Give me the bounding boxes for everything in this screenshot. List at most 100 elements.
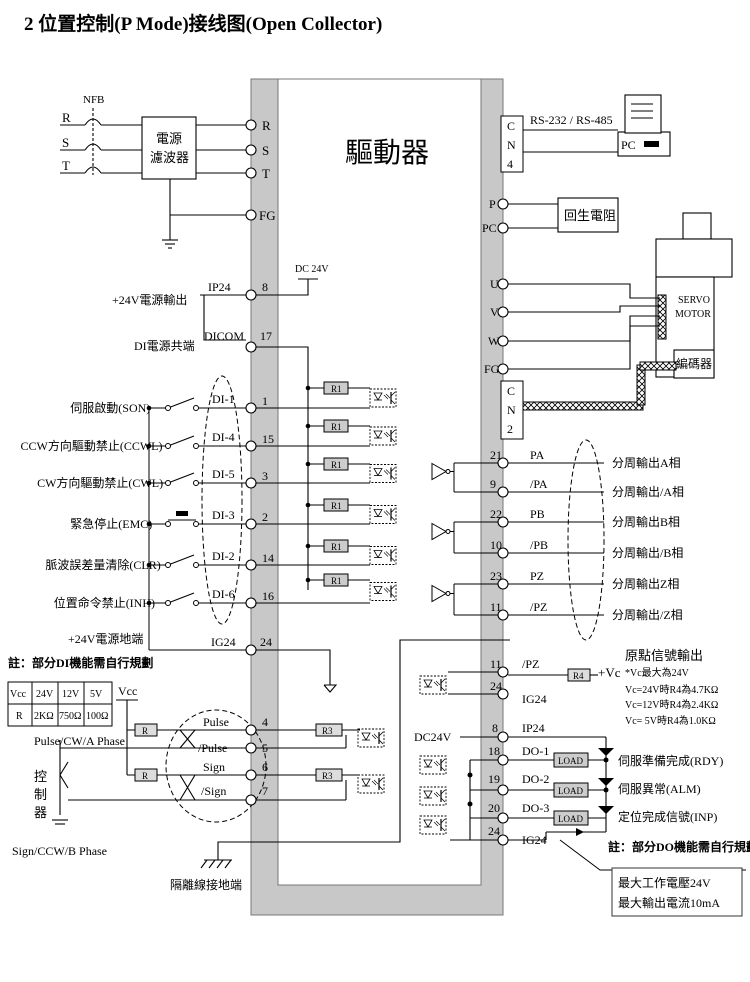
cn2-char: 2	[507, 422, 513, 436]
switch-contact	[167, 554, 195, 566]
vcc-label: Vcc	[118, 684, 137, 698]
origin-pin: 24	[490, 679, 502, 693]
encoder-pin: 10	[490, 538, 502, 552]
do-pin-name: IP24	[522, 721, 545, 735]
cn4-char: 4	[507, 157, 513, 171]
resistor-r3-label: R3	[322, 771, 333, 781]
switch-node	[165, 521, 171, 527]
controller-label: 控	[34, 769, 47, 784]
cn4-char: N	[507, 138, 516, 152]
di-terminal	[245, 518, 257, 530]
regen-resistor-label: 回生電阻	[564, 208, 616, 223]
do-desc: 伺服準備完成(RDY)	[618, 753, 723, 768]
dicom-pin: 17	[260, 329, 272, 343]
do-spec: 最大工作電壓24V	[618, 876, 711, 890]
vcc-table-header: Vcc	[10, 689, 27, 700]
encoder-desc: 分周輸出/Z相	[612, 607, 683, 622]
origin-line: Vc= 5V時R4為1.0KΩ	[625, 714, 716, 727]
di-terminal	[245, 559, 257, 571]
origin-title: 原點信號輸出	[625, 648, 703, 663]
terminal-r: R	[262, 118, 271, 133]
terminal-p: P	[489, 197, 496, 211]
origin-pin: 11	[490, 657, 502, 671]
di-name: DI-6	[212, 587, 235, 601]
switch-node	[193, 405, 199, 411]
power-section	[60, 108, 246, 249]
pin-6: 6	[262, 760, 268, 774]
encoder-pin: 23	[490, 569, 502, 583]
switch-node	[193, 562, 199, 568]
di-name: DI-4	[212, 430, 235, 444]
resistor-r1-label: R1	[331, 501, 342, 511]
servo-motor-label: MOTOR	[675, 309, 711, 320]
terminal-v: V	[490, 305, 499, 319]
resistor-r-label: R	[142, 771, 148, 781]
encoder-name: /PA	[530, 477, 548, 491]
switch-node	[193, 600, 199, 606]
phase-t-label: T	[62, 158, 70, 173]
resistor-r1-label: R1	[331, 542, 342, 552]
terminal-t: T	[262, 166, 270, 181]
shield-ground-label: 隔離線接地端	[170, 877, 242, 892]
do-pin: 8	[492, 721, 498, 735]
load-label: LOAD	[558, 814, 583, 824]
do-dc24v: DC24V	[414, 730, 452, 744]
resistor-r1-label: R1	[331, 384, 342, 394]
di-name: DI-3	[212, 508, 235, 522]
switch-node	[165, 480, 171, 486]
controller-label: 器	[34, 805, 47, 820]
di-desc: 伺服啟動(SON)	[70, 400, 150, 415]
cn2-char: N	[507, 403, 516, 417]
resistor-r1-label: R1	[331, 576, 342, 586]
encoder-name: /PB	[530, 538, 548, 552]
switch-node	[193, 443, 199, 449]
junction-dot	[146, 480, 152, 486]
terminal-fg-motor: FG	[484, 362, 500, 376]
resistor-r-label: R	[142, 726, 148, 736]
vcc-table-header: 5V	[90, 689, 103, 700]
ip24-desc: +24V電源輸出	[112, 292, 187, 307]
encoder-terminal	[497, 486, 509, 498]
ig24-pin: 24	[260, 635, 272, 649]
phase-r-label: R	[62, 110, 71, 125]
di-pin: 14	[262, 551, 274, 565]
junction-dot	[146, 562, 152, 568]
ip24-pin: 8	[262, 280, 268, 294]
cn4-connector	[500, 115, 524, 173]
encoder-desc: 分周輸出/B相	[612, 545, 683, 560]
vcc-table-cell: R	[16, 711, 23, 722]
do-pin-name: DO-1	[522, 744, 549, 758]
switch-node	[193, 480, 199, 486]
load-box	[553, 752, 589, 768]
switch-node	[165, 443, 171, 449]
origin-line: *Vc最大為24V	[625, 666, 690, 679]
load-box	[553, 810, 589, 826]
do-pin-name: DO-3	[522, 801, 549, 815]
page-title: 2 位置控制(P Mode)接线图(Open Collector)	[24, 12, 382, 35]
vcc-table-cell: 100Ω	[86, 711, 108, 722]
phase-s-label: S	[62, 135, 69, 150]
pulse-phase-b: Sign/CCW/B Phase	[12, 844, 107, 858]
di-terminal	[245, 597, 257, 609]
di-terminal	[245, 477, 257, 489]
switch-contact	[167, 435, 195, 447]
origin-pin-name: /PZ	[522, 657, 539, 671]
pc-drive-slot	[644, 141, 659, 147]
di-desc: 脈波誤差量清除(CLR)	[45, 557, 160, 572]
resistor-r4	[567, 668, 591, 682]
switch-node	[165, 405, 171, 411]
vcc-table-cell: 2KΩ	[34, 711, 54, 722]
switch-contact	[167, 472, 195, 484]
junction-dot	[305, 502, 311, 508]
encoder-desc: 分周輸出B相	[612, 514, 680, 529]
origin-pin-name: IG24	[522, 692, 547, 706]
cn2-connector	[500, 380, 524, 440]
vcc-table	[7, 681, 113, 727]
encoder-cable	[522, 401, 644, 411]
do-pin-name: IG24	[522, 833, 547, 847]
resistor-r4-label: R4	[573, 671, 584, 681]
junction-dot	[146, 405, 152, 411]
encoder-label: 編碼器	[676, 356, 712, 371]
